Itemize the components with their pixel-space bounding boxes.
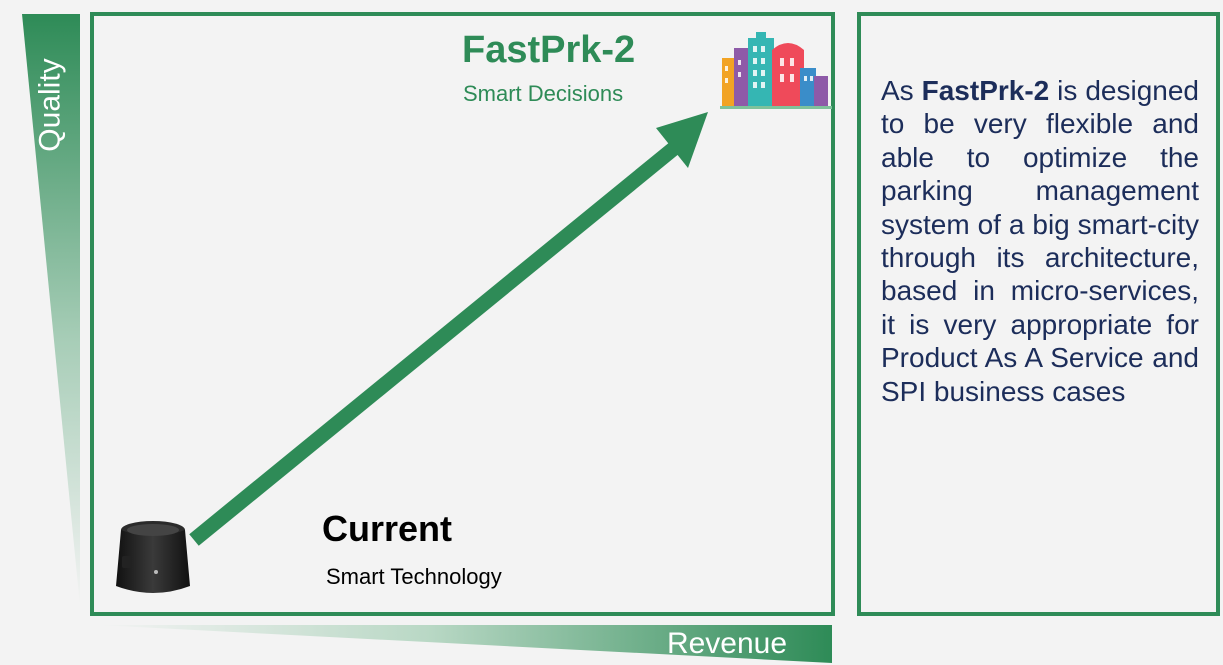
description-product-name: FastPrk-2 [921, 75, 1050, 106]
city-buildings-icon [720, 32, 832, 109]
parking-sensor-icon [116, 521, 190, 593]
description-panel: As FastPrk-2 is designed to be very flex… [857, 12, 1220, 616]
revenue-axis [98, 625, 832, 663]
revenue-axis-label: Revenue [666, 627, 788, 660]
target-subtitle: Smart Decisions [463, 81, 624, 106]
quality-axis [22, 14, 80, 606]
description-text: As FastPrk-2 is designed to be very flex… [881, 75, 1199, 407]
current-title: Current [322, 508, 453, 549]
current-subtitle: Smart Technology [326, 564, 502, 589]
target-title: FastPrk-2 [462, 29, 636, 71]
